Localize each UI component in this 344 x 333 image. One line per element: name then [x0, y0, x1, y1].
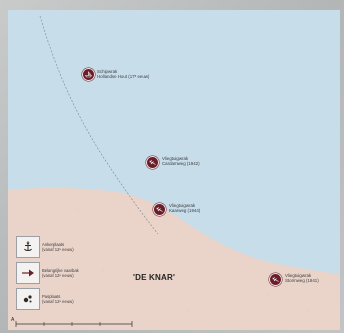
shipping-route-line — [39, 15, 159, 235]
legend-drop-label: Pasplaats(vanaf 12ᵉ eeuw) — [42, 294, 74, 304]
scale-bar — [15, 321, 133, 327]
legend-arrow-label: Belangrijke vaarbak(vanaf 12ᵉ eeuw) — [42, 268, 79, 278]
legend-anchor-label: Ankerplaats(vanaf 12ᵉ eeuw) — [42, 242, 74, 252]
land-texture — [57, 209, 309, 311]
north-indicator: A — [11, 317, 15, 323]
drop-icon — [23, 295, 32, 303]
airplane-icon[interactable] — [146, 156, 159, 169]
place-name-label: 'DE KNAR' — [133, 273, 176, 282]
map-canvas[interactable] — [8, 10, 340, 330]
arrow-icon — [22, 269, 34, 277]
legend-arrow-box — [16, 262, 40, 284]
legend-drop-box — [16, 288, 40, 310]
legend-anchor-box — [16, 236, 40, 258]
airplane-icon[interactable] — [153, 203, 166, 216]
land-area — [8, 187, 340, 330]
anchor-icon — [24, 241, 32, 251]
ship-icon[interactable] — [82, 68, 95, 81]
airplane-icon[interactable] — [269, 273, 282, 286]
